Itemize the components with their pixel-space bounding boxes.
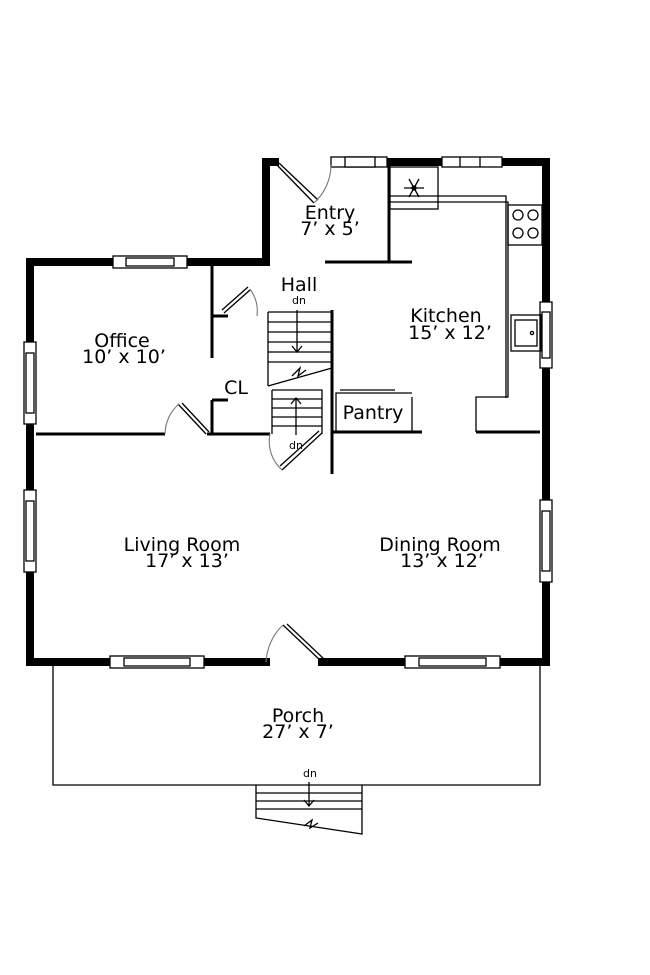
pantry-shelf [335,389,412,432]
window [539,301,553,369]
living-room-dims: 17’ x 13’ [145,550,229,572]
porch [52,662,541,786]
window [109,655,205,669]
office-label: Office [94,330,149,352]
kitchen-dims: 15’ x 12’ [408,322,492,344]
front-door [265,623,325,663]
closet-label: CL [224,377,248,399]
hall-stair-note: dn [292,294,306,307]
entry-dims: 7’ x 5’ [300,218,360,240]
kitchen-label: Kitchen [410,305,481,327]
window [112,255,188,269]
entry-door [274,162,332,204]
windows [23,156,553,669]
stove-icon [507,204,543,246]
basement-door [268,430,323,471]
dining-room-label: Dining Room [379,534,500,556]
interior-stairs [267,311,333,387]
window [404,655,501,669]
room-labels: Entry 7’ x 5’ Hall dn Kitchen 15’ x 12’ … [82,202,501,780]
living-room-label: Living Room [124,534,241,556]
window [330,156,388,168]
sink-icon [510,314,542,352]
pantry-label: Pantry [343,402,404,424]
window [23,489,37,573]
hall-label: Hall [281,274,318,296]
dining-room-dims: 13’ x 12’ [400,550,484,572]
doors [164,162,332,663]
window [441,156,503,168]
porch-label: Porch [272,705,324,727]
office-dims: 10’ x 10’ [82,346,166,368]
stair-arrows [290,310,303,435]
window [23,341,37,425]
porch-stairs [255,782,363,835]
window [539,499,553,583]
office-door [164,402,210,435]
porch-dims: 27’ x 7’ [262,721,334,743]
porch-stair-note: dn [303,767,317,780]
snowflake-icon [404,178,424,198]
exterior-walls [26,158,550,666]
entry-label: Entry [305,202,356,224]
kitchen-counters [388,166,543,432]
closet-door [221,286,258,317]
stair-down-note: dn [289,439,303,452]
